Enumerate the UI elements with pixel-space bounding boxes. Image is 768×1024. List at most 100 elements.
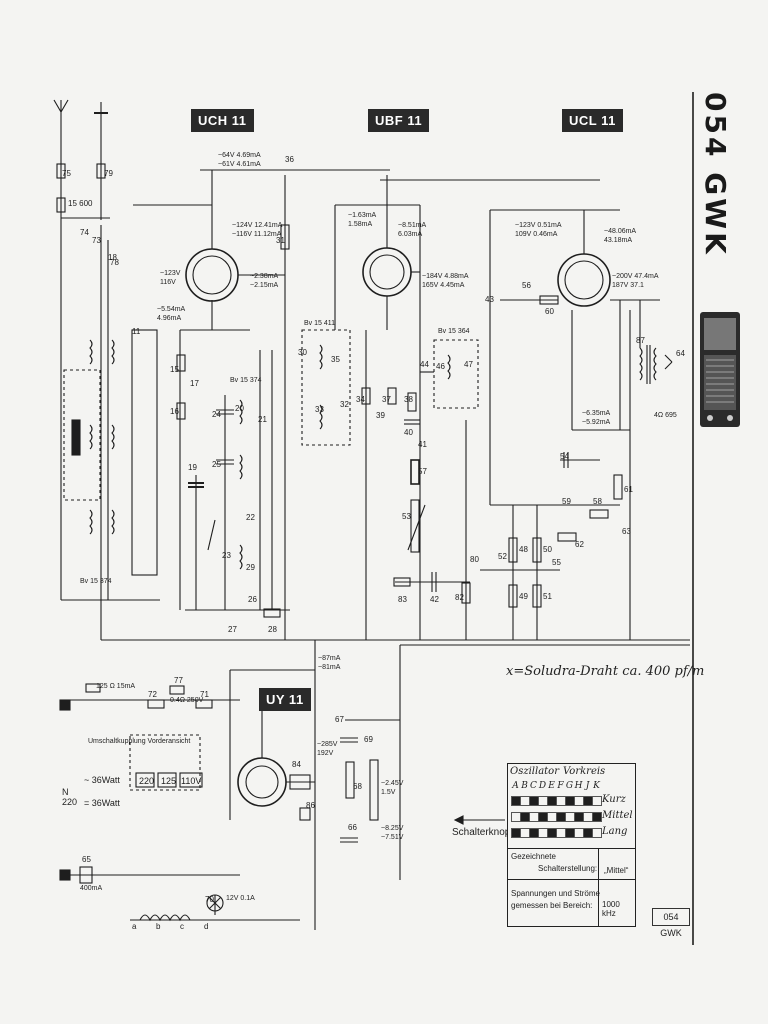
- component-number: 53: [402, 512, 411, 521]
- circuit-label: Bv 15 374: [230, 377, 262, 384]
- voltage-annotation: ~2.45V: [381, 780, 404, 787]
- voltage-annotation: ~61V 4.61mA: [218, 161, 261, 168]
- switch-letter: E: [548, 781, 555, 791]
- component-number: 32: [340, 400, 349, 409]
- voltage-annotation: ~1.63mA: [348, 212, 377, 219]
- model-title: 054 GWK: [699, 92, 732, 257]
- component-number: 56: [522, 281, 531, 290]
- voltage-annotation: 109V 0.46mA: [515, 231, 558, 238]
- circuit-label: Bv 15 411: [304, 320, 336, 327]
- circuit-label: Umschaltkupplung Vorderansicht: [88, 738, 191, 745]
- tube-label-uch11: UCH 11: [191, 109, 254, 132]
- switch-letter: K: [593, 781, 600, 791]
- tube-label-ucl11: UCL 11: [562, 109, 623, 132]
- component-number: 38: [404, 395, 413, 404]
- voltage-annotation: ~8.51mA: [398, 222, 427, 229]
- gezeichnete-label: Gezeichnete: [511, 852, 556, 861]
- component-number: 39: [376, 411, 385, 420]
- component-number: 33: [315, 405, 324, 414]
- voltage-annotation: 4.96mA: [157, 315, 182, 322]
- voltage-annotation: 1.5V: [381, 789, 396, 796]
- component-number: 44: [420, 360, 429, 369]
- voltage-annotation: 6.03mA: [398, 231, 423, 238]
- component-number: 31: [276, 236, 285, 245]
- circuit-label: Bv 15 374: [80, 578, 112, 585]
- component-number: 83: [398, 595, 407, 604]
- component-number: 74: [80, 228, 89, 237]
- component-number: 70: [205, 895, 214, 904]
- component-number: 28: [268, 625, 277, 634]
- component-number: 82: [455, 593, 464, 602]
- circuit-label: c: [180, 922, 184, 931]
- switch-band: Kurz: [602, 794, 626, 805]
- circuit-label: = 36Watt: [84, 798, 120, 808]
- circuit-label: d: [204, 922, 209, 931]
- voltage-annotation: ~116V 11.12mA: [232, 231, 282, 238]
- voltage-annotation: ~5.54mA: [157, 306, 186, 313]
- component-number: 77: [174, 676, 183, 685]
- voltage-annotation: ~123V 0.51mA: [515, 222, 562, 229]
- component-number: 80: [470, 555, 479, 564]
- circuit-label: ~ 36Watt: [84, 775, 120, 785]
- voltage-annotation: ~87mA: [318, 655, 341, 662]
- component-number: 62: [575, 540, 584, 549]
- component-number: 73: [92, 236, 101, 245]
- component-number: 50: [543, 545, 552, 554]
- voltage-annotation: ~7.51V: [381, 834, 404, 841]
- switch-cell: [592, 796, 602, 806]
- model-box: 054 GWK: [652, 908, 690, 938]
- mittel-value: „Mittel“: [604, 866, 629, 875]
- voltage-annotation: ~124V 12.41mA: [232, 222, 283, 229]
- circuit-label: a: [132, 922, 137, 931]
- voltage-annotation: 43.18mA: [604, 237, 633, 244]
- circuit-label: 12V 0.1A: [226, 895, 255, 902]
- component-number: 61: [624, 485, 633, 494]
- switch-letter: D: [538, 781, 547, 791]
- voltage-annotation: 116V: [160, 279, 176, 286]
- component-number: 86: [306, 801, 315, 810]
- component-number: 29: [246, 563, 255, 572]
- voltage-annotation: ~2.38mA: [250, 273, 279, 280]
- circuit-label: 400mA: [80, 885, 103, 892]
- voltage-annotation: ~184V 4.88mA: [422, 273, 469, 280]
- component-number: 19: [188, 463, 197, 472]
- component-number: 20: [235, 404, 244, 413]
- component-number: 84: [292, 760, 301, 769]
- component-number: 58: [593, 497, 602, 506]
- component-number: 64: [676, 349, 685, 358]
- circuit-label: Bv 15 364: [438, 328, 470, 335]
- component-number: 27: [228, 625, 237, 634]
- component-number: 26: [248, 595, 257, 604]
- voltage-annotation: ~5.92mA: [582, 419, 611, 426]
- component-number: 78: [110, 258, 119, 267]
- radio-illustration: [700, 312, 740, 427]
- component-number: 23: [222, 551, 231, 560]
- voltage-annotation: ~8.25V: [381, 825, 404, 832]
- component-number: 40: [404, 428, 413, 437]
- component-number: 66: [348, 823, 357, 832]
- component-number: 65: [82, 855, 91, 864]
- component-number: 55: [552, 558, 561, 567]
- voltage-annotation: ~64V 4.69mA: [218, 152, 261, 159]
- component-number: 41: [418, 440, 427, 449]
- component-number: 34: [356, 395, 365, 404]
- freq-value: 1000 kHz: [602, 900, 620, 918]
- voltage-annotation: 165V 4.45mA: [422, 282, 465, 289]
- component-number: 36: [285, 155, 294, 164]
- component-number: 71: [200, 690, 209, 699]
- voltage-annotation: ~200V 47.4mA: [612, 273, 659, 280]
- component-number: 35: [331, 355, 340, 364]
- component-number: 52: [498, 552, 507, 561]
- gemessen-label: gemessen bei Bereich:: [511, 901, 593, 910]
- component-number: 16: [170, 407, 179, 416]
- switch-band: Lang: [602, 826, 628, 837]
- oszillator-header: Oszillator: [510, 766, 559, 777]
- component-number: 46: [436, 362, 445, 371]
- component-number: 18: [108, 253, 117, 262]
- component-number: 63: [622, 527, 631, 536]
- component-number: 37: [382, 395, 391, 404]
- tube-label-ubf11: UBF 11: [368, 109, 430, 132]
- switch-letter: C: [530, 781, 537, 791]
- switch-band: Mittel: [602, 810, 633, 821]
